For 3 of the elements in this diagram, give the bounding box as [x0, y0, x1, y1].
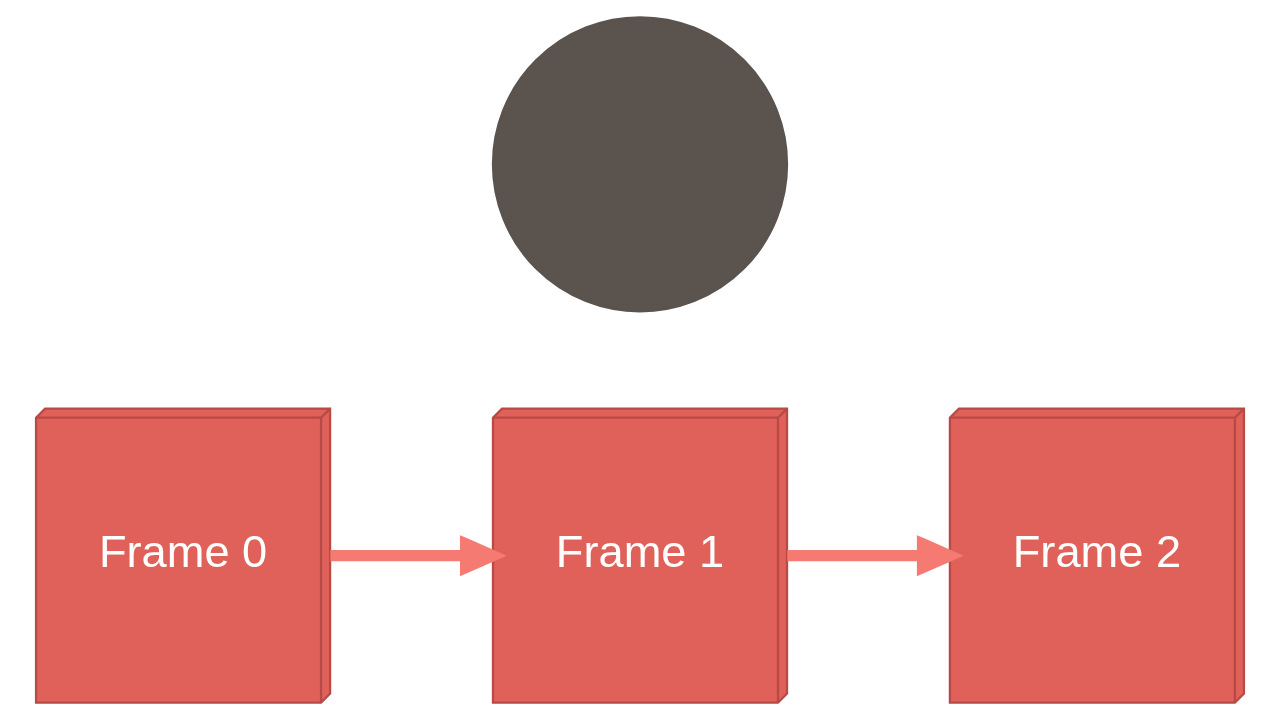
arrow — [787, 535, 964, 577]
node-circle — [491, 16, 789, 313]
arrow — [330, 535, 507, 577]
